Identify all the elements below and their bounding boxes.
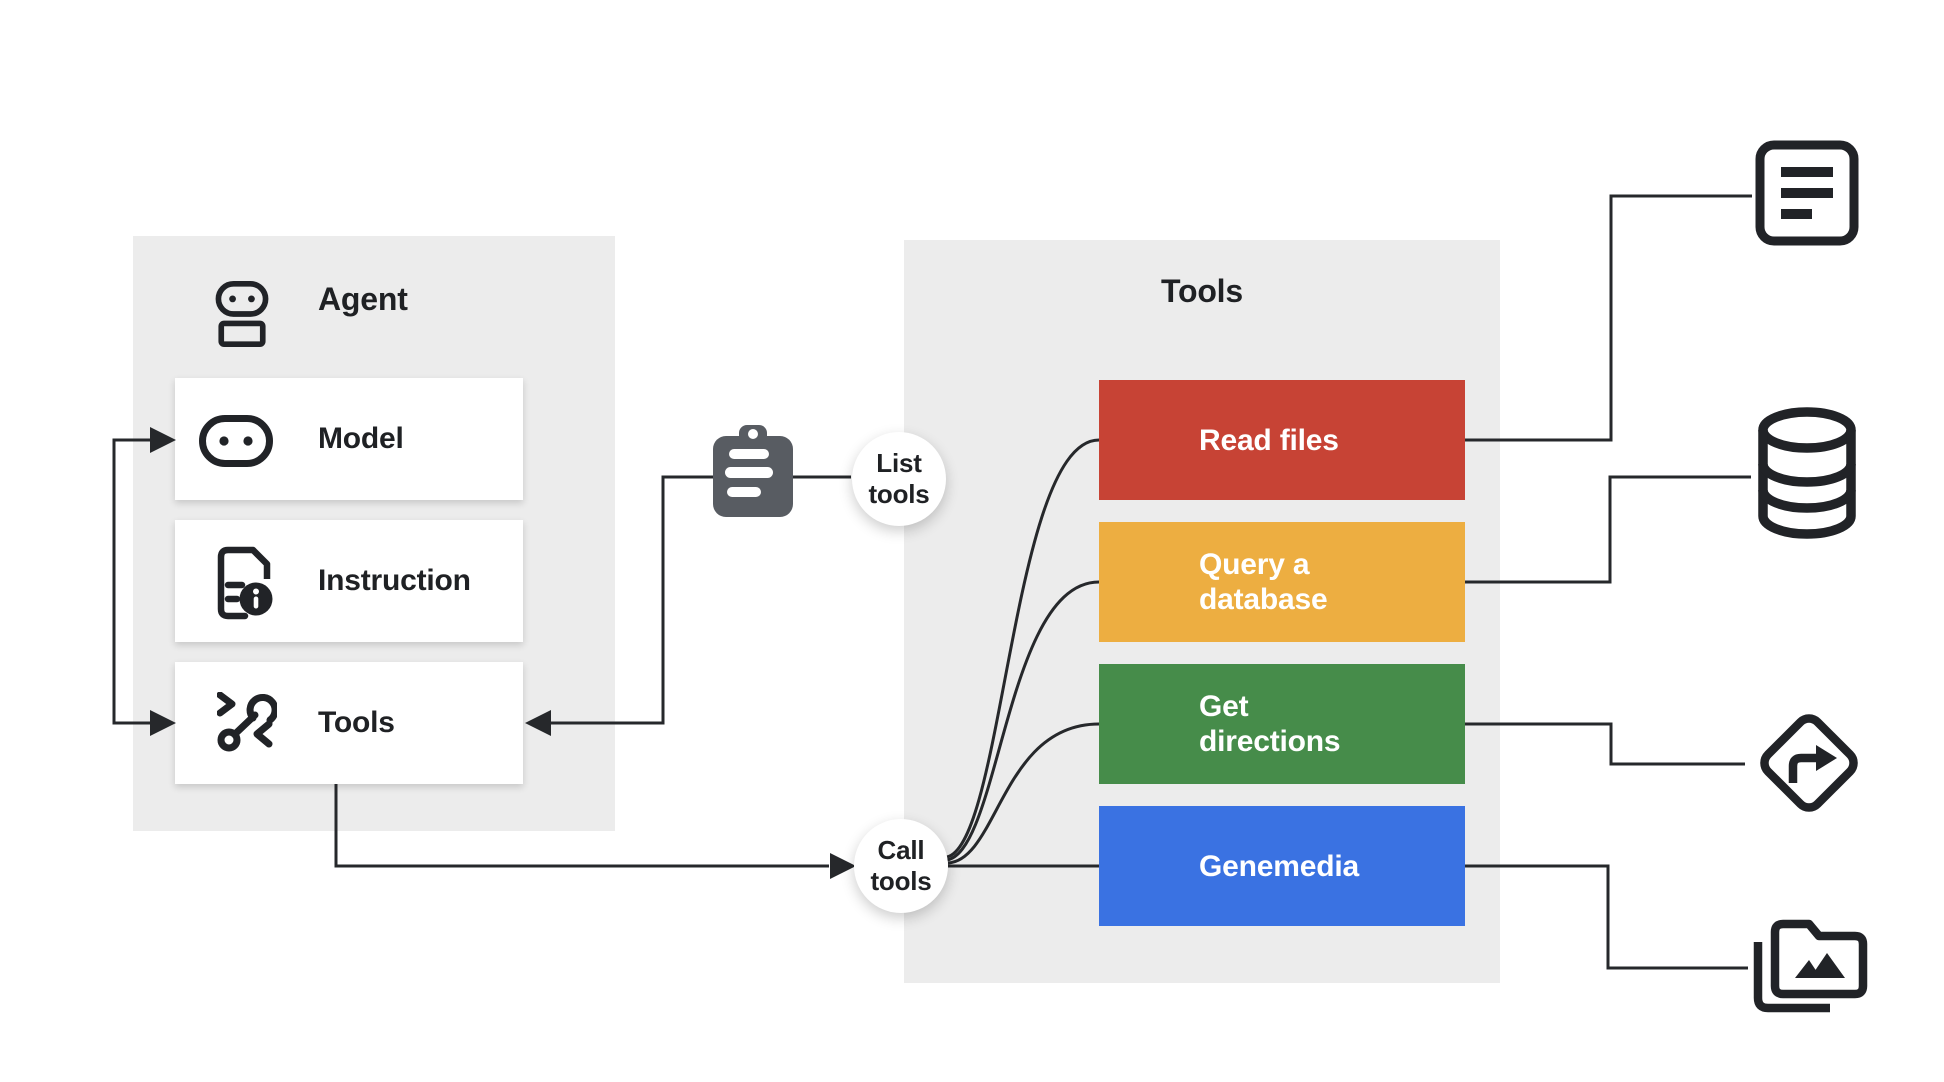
connector-directions-to-sign <box>1465 722 1745 766</box>
tools-card: Tools <box>175 662 523 784</box>
call-tools-badge: Call tools <box>854 819 948 913</box>
directions-icon <box>1748 702 1870 824</box>
tools-card-label: Tools <box>318 706 395 739</box>
call-tools-label: Call tools <box>870 835 932 896</box>
list-tools-badge: List tools <box>852 432 946 526</box>
database-icon <box>1754 405 1860 543</box>
instruction-card: Instruction <box>175 520 523 642</box>
tools-panel-title: Tools <box>1161 273 1243 309</box>
image-stack-icon <box>1751 914 1869 1016</box>
tool-box-read-files: Read files <box>1099 380 1465 500</box>
connector-query-to-database <box>1465 475 1751 584</box>
tool-box-query-database-label: Query a database <box>1199 548 1328 616</box>
document-lines-icon <box>1755 140 1859 246</box>
agent-panel-title: Agent <box>318 281 408 317</box>
tool-box-get-directions-label: Get directions <box>1199 690 1341 758</box>
tool-box-genemedia-label: Genemedia <box>1199 849 1359 883</box>
tool-box-get-directions: Get directions <box>1099 664 1465 784</box>
tool-box-query-database: Query a database <box>1099 522 1465 642</box>
robot-icon <box>215 281 269 347</box>
document-info-icon <box>213 546 275 620</box>
instruction-card-label: Instruction <box>318 564 471 597</box>
wrench-code-icon <box>216 691 279 752</box>
model-card: Model <box>175 378 523 500</box>
tool-box-genemedia: Genemedia <box>1099 806 1465 926</box>
connector-genemedia-to-images <box>1465 864 1748 970</box>
tool-box-read-files-label: Read files <box>1199 423 1339 457</box>
clipboard-icon <box>713 425 793 517</box>
list-tools-label: List tools <box>868 448 930 509</box>
connector-read-files-to-document <box>1465 194 1752 442</box>
arrowhead-into-call-tools <box>830 853 856 879</box>
robot-head-icon <box>199 415 273 467</box>
model-card-label: Model <box>318 422 404 455</box>
